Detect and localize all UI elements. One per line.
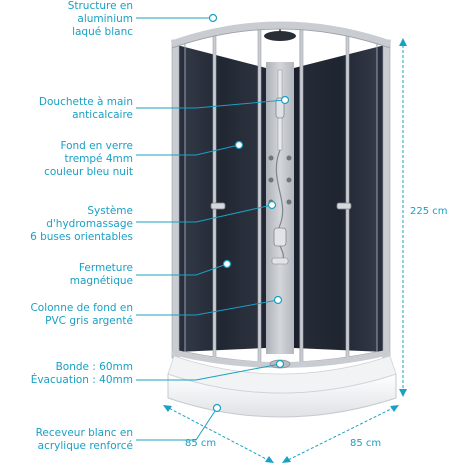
post-center-right [299, 23, 304, 363]
post-right [382, 39, 391, 359]
tray-top [167, 355, 397, 394]
jet-3 [268, 177, 274, 183]
width-left-dim-line [164, 405, 273, 463]
post-center-left [257, 23, 262, 363]
dim-width-left: 85 cm [185, 438, 217, 449]
label-hydromassage: Système d'hydromassage 6 buses orientabl… [30, 205, 133, 243]
top-frame [170, 21, 392, 49]
jet-6 [286, 199, 292, 205]
handle-right [336, 202, 352, 210]
jet-1 [268, 155, 274, 161]
label-structure: Structure en aluminium laqué blanc [67, 0, 133, 38]
back-glass-panels [177, 45, 385, 352]
dim-width-right: 85 cm [350, 438, 382, 449]
hand-shower [275, 97, 285, 119]
leader-lines [136, 17, 286, 441]
mixer-knob [273, 227, 287, 247]
label-bonde: Bonde : 60mm Évacuation : 40mm [30, 361, 133, 386]
label-colonne: Colonne de fond en PVC gris argenté [30, 302, 133, 327]
shelf [271, 257, 289, 265]
label-douchette: Douchette à main anticalcaire [38, 96, 133, 121]
post-mid-left [212, 33, 217, 359]
dim-height: 225 cm [410, 206, 448, 217]
width-right-dim-line [283, 405, 398, 463]
leader-dots [208, 13, 290, 413]
label-receveur: Receveur blanc en acrylique renforcé [35, 427, 133, 452]
label-fond: Fond en verre trempé 4mm couleur bleu nu… [44, 140, 133, 178]
back-glass-right [294, 45, 385, 352]
dimension-arrowheads [163, 38, 407, 463]
jet-2 [286, 155, 292, 161]
door-handles [210, 202, 352, 210]
jet-4 [286, 177, 292, 183]
handle-left [210, 202, 226, 210]
back-glass-left [177, 45, 266, 352]
post-left [171, 39, 180, 359]
dimension-lines [164, 40, 404, 463]
door-left-glass [184, 23, 261, 363]
door-right-glass [299, 23, 378, 363]
hose [275, 149, 284, 263]
central-column [266, 62, 294, 354]
label-fermeture: Fermeture magnétique [69, 262, 133, 287]
post-mid-right [345, 33, 350, 359]
